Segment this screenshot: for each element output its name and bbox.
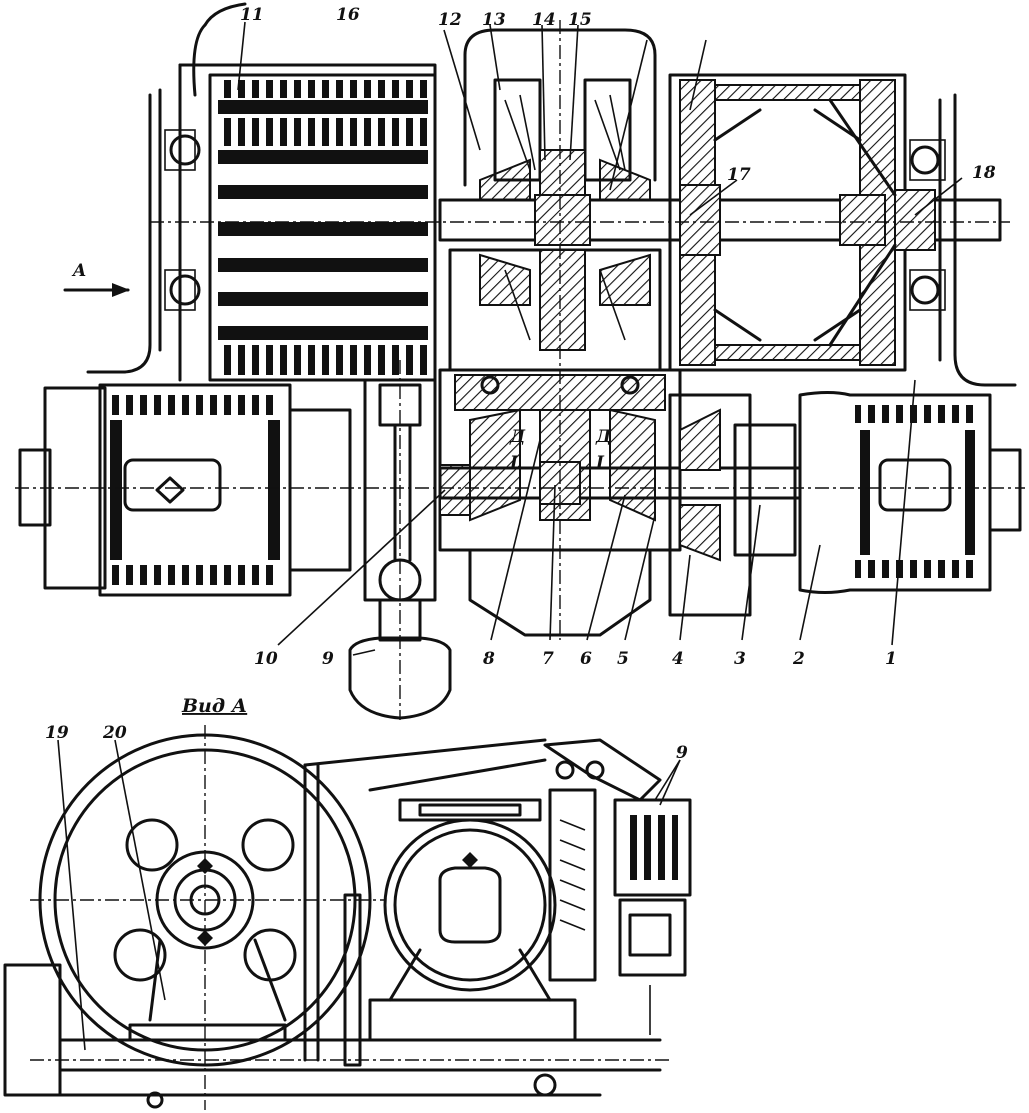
view-arrow-a: A: [63, 261, 130, 297]
left-frame: [86, 63, 437, 387]
part-labels: 11 16 12 13 14 15 17 18 10 9 8 7 6 5 4 3…: [240, 5, 996, 669]
side-brake: [543, 738, 692, 1035]
label-12: 12: [438, 10, 462, 30]
label-9-side: 9: [676, 743, 688, 763]
right-motor: [668, 391, 1022, 617]
label-17: 17: [727, 165, 751, 185]
label-9: 9: [322, 649, 334, 669]
label-13: 13: [482, 10, 506, 30]
label-16: 16: [336, 5, 360, 25]
label-19: 19: [45, 723, 69, 743]
top-view: A 11 16 12: [15, 2, 1025, 720]
label-6: 6: [580, 649, 592, 669]
side-base: [3, 963, 670, 1109]
label-3: 3: [734, 649, 746, 669]
inner-mark-d-right: Д: [595, 427, 612, 447]
label-20: 20: [102, 723, 127, 743]
arrow-label: A: [71, 261, 86, 281]
label-15: 15: [568, 10, 592, 30]
label-7: 7: [542, 649, 554, 669]
label-5: 5: [617, 649, 629, 669]
label-1: 1: [885, 649, 897, 669]
leader-lines: [237, 21, 963, 656]
label-8: 8: [482, 649, 495, 669]
brake-drum: [668, 73, 936, 372]
side-motor: [368, 798, 577, 1042]
inner-mark-i-right: I: [595, 453, 605, 473]
side-view: Вид А: [3, 695, 692, 1110]
winding-drum: [192, 2, 437, 382]
label-18: 18: [972, 163, 996, 183]
label-14: 14: [532, 10, 556, 30]
inner-mark-d-left: Д: [509, 427, 526, 447]
label-4: 4: [672, 649, 684, 669]
label-11: 11: [240, 5, 264, 25]
central-gearbox: [438, 28, 1002, 637]
left-motor: [18, 383, 352, 597]
label-2: 2: [792, 649, 805, 669]
inner-mark-i-left: I: [509, 453, 519, 473]
side-drum: [30, 725, 385, 1110]
side-view-title: Вид А: [181, 695, 247, 717]
label-10: 10: [254, 649, 278, 669]
right-frame: [909, 93, 1017, 387]
